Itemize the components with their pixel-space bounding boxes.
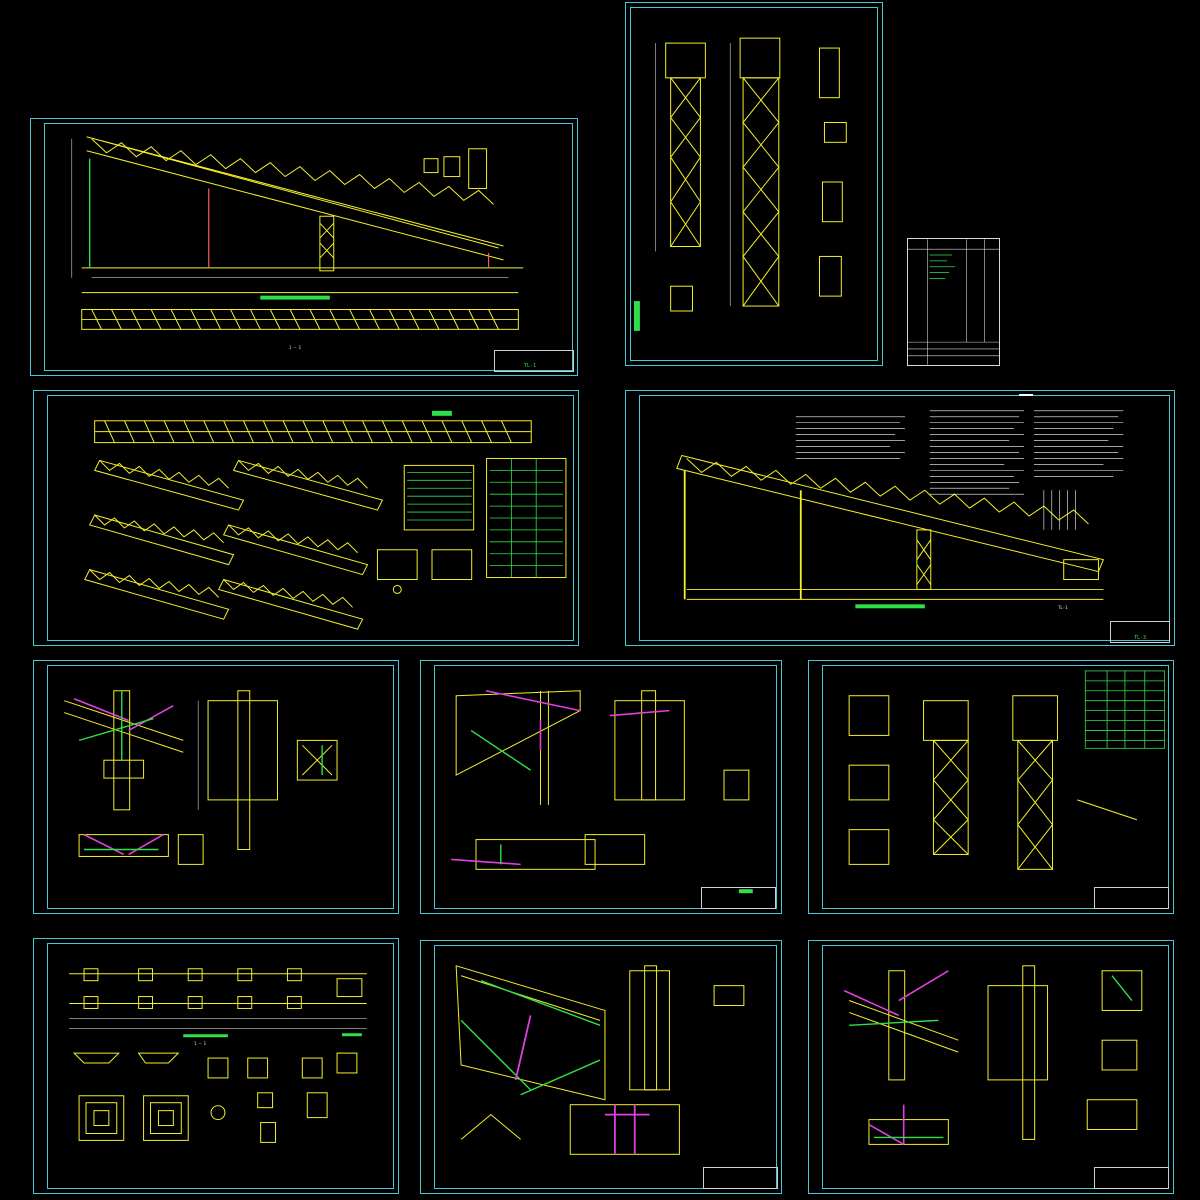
drawing-sheet-8[interactable]: 1 — 1: [33, 938, 399, 1194]
title-block-label: TL-1: [524, 363, 537, 369]
drawing-sheet-9[interactable]: [420, 940, 782, 1194]
truss-segments-drawing: [84, 410, 567, 630]
node-detail-drawing-1: [64, 690, 338, 865]
node-detail-drawing-4: [843, 965, 1143, 1146]
section-caption: 1 — 1: [289, 345, 302, 350]
drawing-sheet-7[interactable]: [808, 660, 1174, 914]
title-block: [703, 1167, 778, 1189]
node-detail-drawing-2: [451, 689, 753, 894]
title-block-label: TL-3: [1134, 635, 1147, 641]
drawing-sheet-10[interactable]: [808, 940, 1174, 1194]
title-block: [701, 887, 776, 909]
title-block: [1110, 621, 1170, 643]
drawing-sheet-6[interactable]: [420, 660, 782, 914]
tower-elevation-drawing: [633, 37, 847, 331]
title-block: [494, 350, 574, 372]
tower-detail-drawing: [848, 670, 1166, 870]
right-caption: TL-1: [1058, 605, 1068, 610]
title-block: [1094, 1167, 1169, 1189]
drawing-sheet-4[interactable]: TL-3 TL-1: [625, 390, 1175, 646]
gallery-elevation-drawing: [71, 136, 524, 330]
drawing-sheet-5[interactable]: [33, 660, 399, 914]
drawing-sheet-2[interactable]: [625, 2, 883, 366]
plan-caption: 1 — 1: [194, 1041, 207, 1046]
drawing-sheet-1[interactable]: 1 — 1 TL-1: [30, 118, 578, 376]
title-block: [1094, 887, 1169, 909]
gallery-with-notes-drawing: [676, 393, 1124, 609]
drawing-index-table: [907, 238, 1000, 366]
foundation-plan-drawing: [69, 968, 367, 1143]
drawing-sheet-3[interactable]: [33, 390, 579, 646]
node-detail-drawing-3: [455, 965, 745, 1155]
